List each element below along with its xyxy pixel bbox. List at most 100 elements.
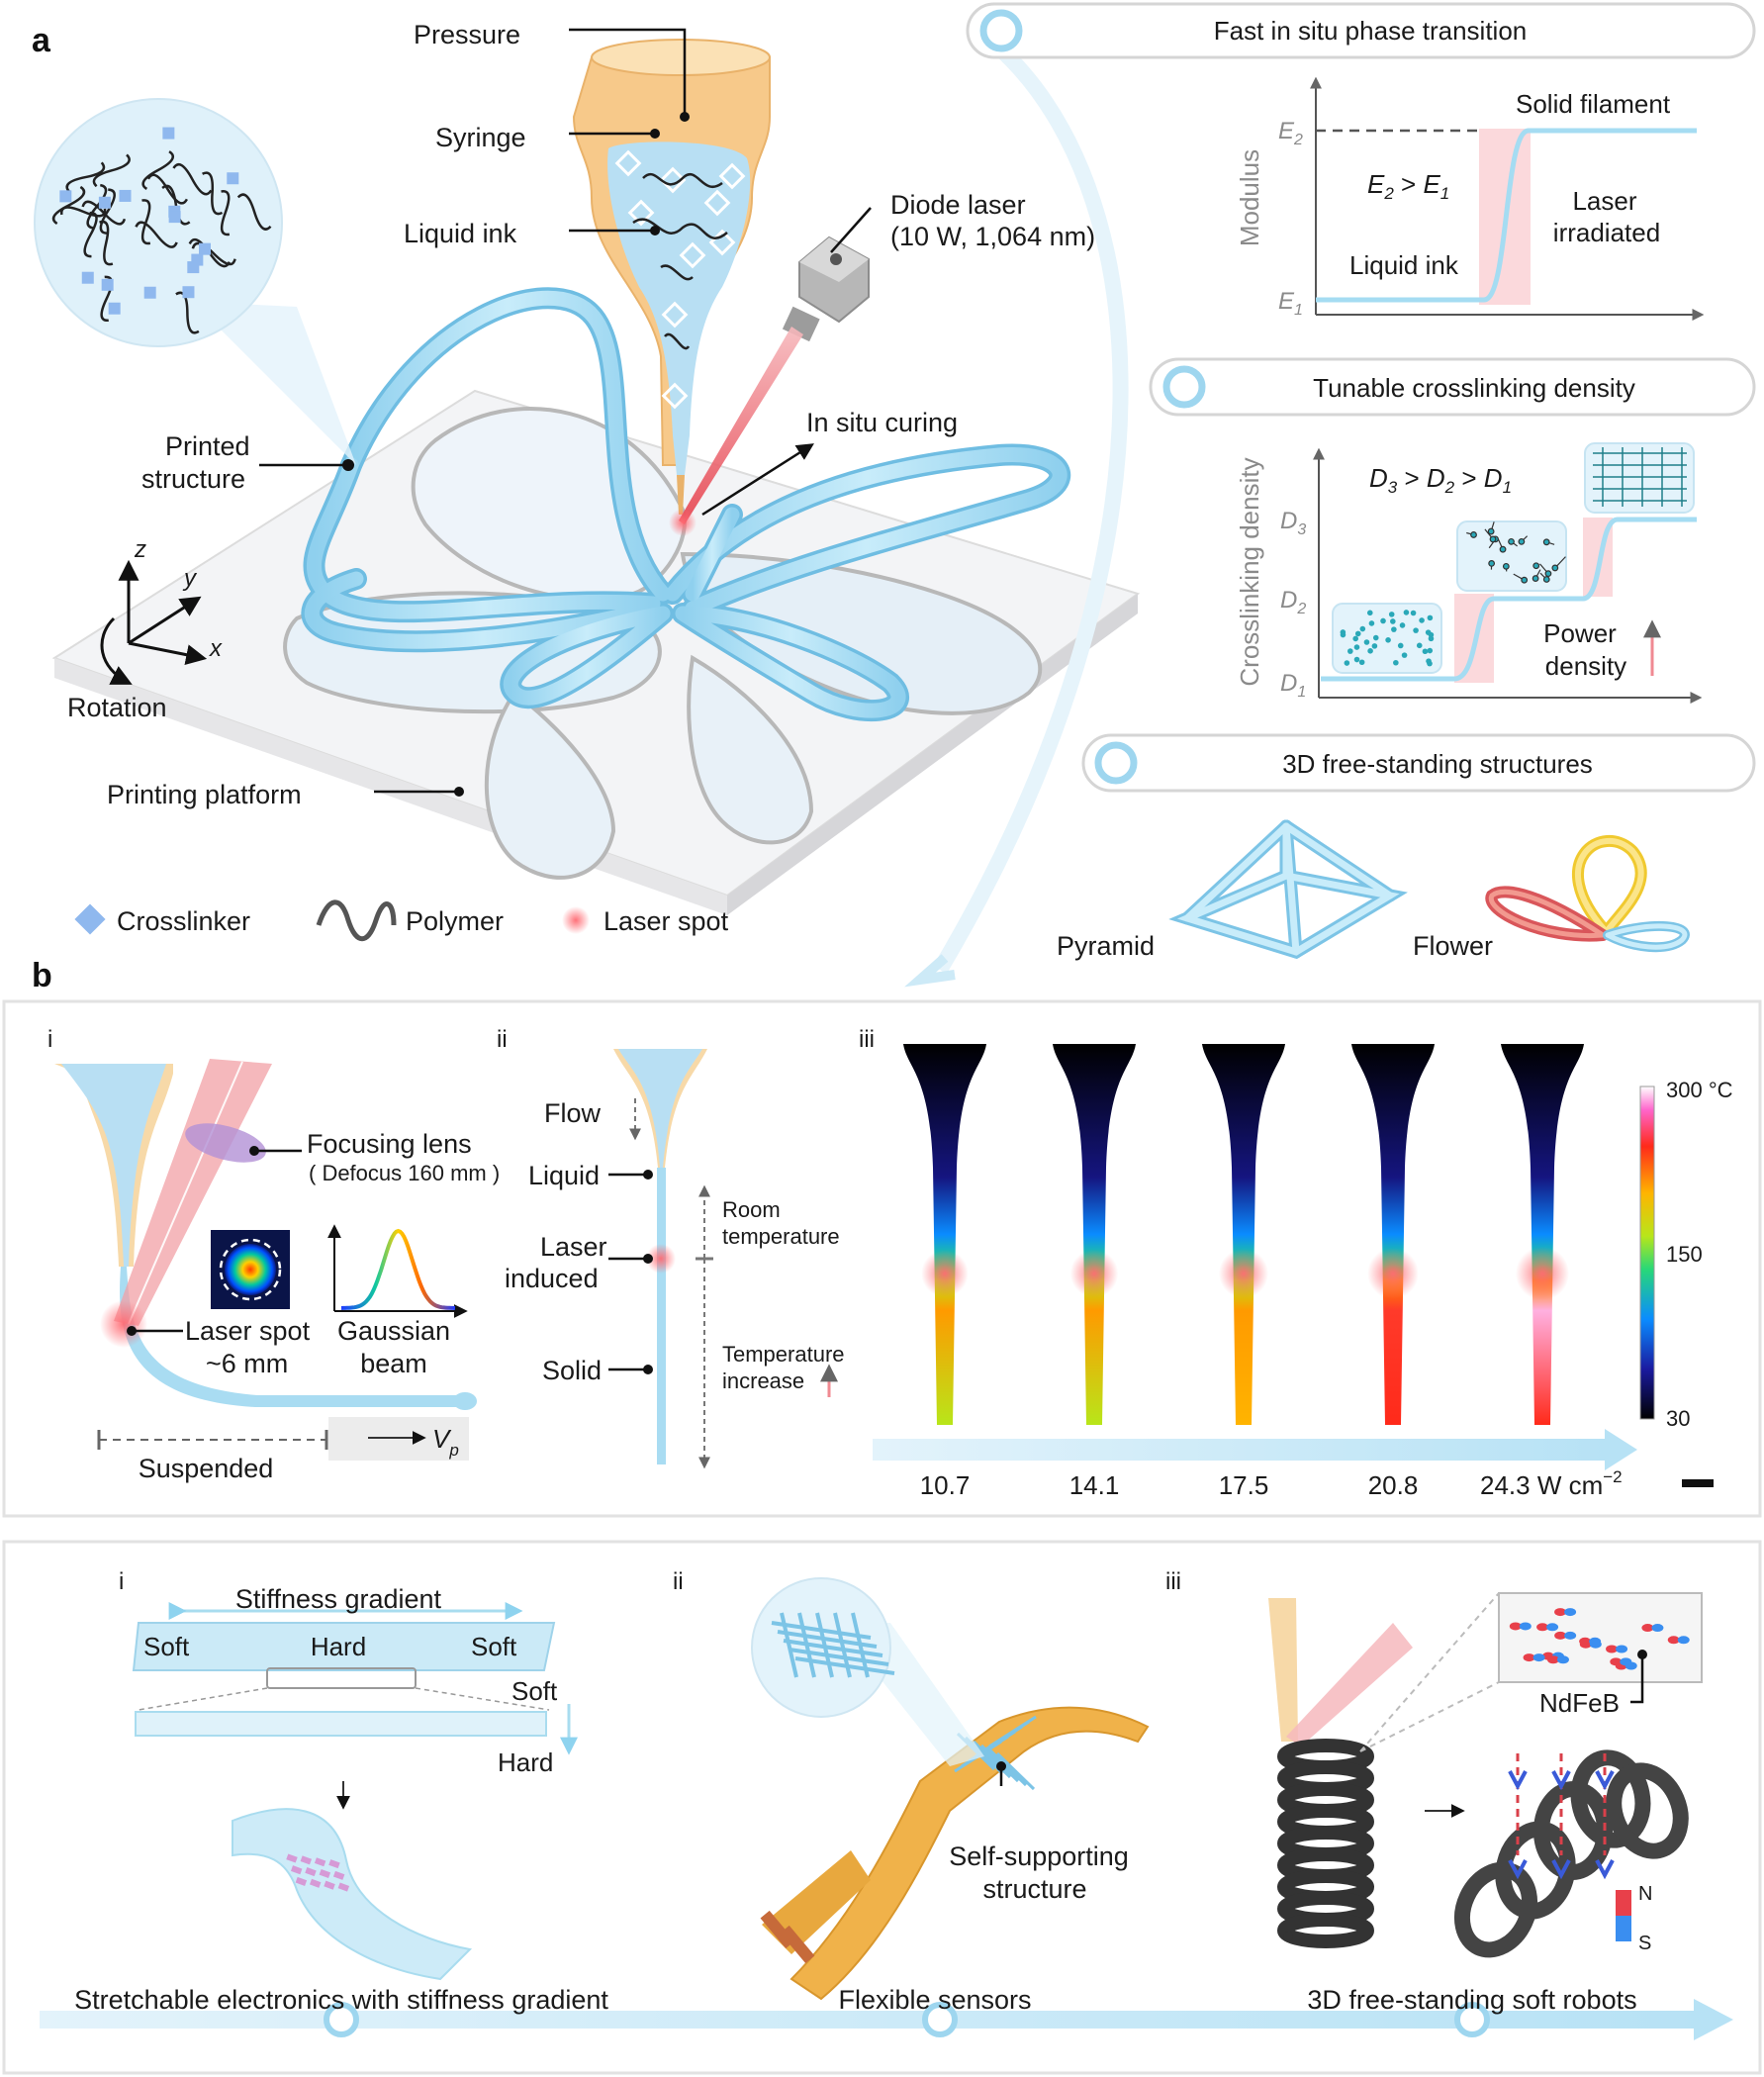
laser-spot-size: ~6 mm: [206, 1349, 288, 1378]
applications-arrow: [40, 2011, 1702, 2029]
crosslink-point: [1427, 614, 1434, 621]
chip: [319, 1868, 331, 1878]
crosslink-point: [1532, 575, 1539, 582]
crosslink-point: [1344, 660, 1350, 666]
b-ii-nozzle: [613, 1049, 707, 1464]
crosslink-point: [1532, 562, 1540, 570]
feature-title-phase: Fast in situ phase transition: [1214, 16, 1528, 46]
solid-filament-label: Solid filament: [1516, 89, 1671, 119]
ndfeb-particle: [1554, 1608, 1577, 1617]
thermal-filament: [903, 1044, 986, 1425]
magnetic-field-arrow-icon: [1551, 1753, 1571, 1880]
gaussian-plot: [327, 1224, 468, 1318]
crosslink-point: [1352, 635, 1359, 642]
bullet-icon: [922, 2002, 958, 2037]
d3-label: D: [1280, 508, 1297, 534]
crosslink-point: [1413, 627, 1419, 633]
self-supporting-label-1: Self-supporting: [949, 1841, 1129, 1871]
sub-c-iii: iii: [1165, 1568, 1181, 1595]
crosslink-point: [1363, 639, 1370, 645]
label-diode-laser-spec: (10 W, 1,064 nm): [890, 222, 1095, 251]
network-zoom-bubble: [34, 98, 356, 465]
e1-label: E: [1278, 288, 1295, 315]
printed-structure: [301, 287, 1071, 722]
axis-z-label: z: [134, 536, 146, 563]
crosslinker-node: [227, 172, 239, 185]
ndfeb-particle: [1667, 1636, 1690, 1645]
sub-b-i: i: [47, 1026, 52, 1053]
crosslinker-node: [661, 382, 689, 410]
thermal-filament: [1351, 1044, 1435, 1425]
crosslink-point: [1353, 656, 1360, 663]
temp-increase-label-1: Temperature: [722, 1342, 845, 1367]
colorbar: [1639, 1086, 1655, 1420]
colorbar-tick-30: 30: [1666, 1406, 1690, 1431]
crosslink-point: [1367, 648, 1373, 654]
sub-c-i: i: [119, 1568, 124, 1595]
crosslinker-node: [627, 199, 655, 227]
crosslink-point: [1358, 659, 1365, 666]
beam-label: beam: [360, 1349, 427, 1378]
ndfeb-particle: [1579, 1637, 1602, 1646]
colorbar-tick-150: 150: [1666, 1242, 1703, 1267]
thermal-filament: [1053, 1044, 1136, 1425]
laser-irradiated-label-1: Laser: [1572, 186, 1636, 216]
label-pressure: Pressure: [414, 20, 520, 49]
sub-b-ii: ii: [497, 1026, 508, 1053]
crosslink-point: [1403, 610, 1410, 615]
pressure-dot: [680, 112, 690, 122]
pyramid-structure: [1168, 819, 1408, 960]
application-label-1: Stretchable electronics with stiffness g…: [74, 1985, 608, 2015]
svg-text:D2: D2: [1280, 587, 1306, 617]
magnet-n-label: N: [1638, 1883, 1652, 1905]
svg-text:D3: D3: [1280, 508, 1306, 538]
feature-free-standing: 3D free-standing structures: [1081, 733, 1756, 793]
feature-phase-transition: Fast in situ phase transition: [966, 2, 1756, 59]
svg-text:D1: D1: [1280, 670, 1306, 701]
label-printing-platform: Printing platform: [107, 780, 302, 809]
power-label-2: 14.1: [1069, 1470, 1120, 1500]
label-printed: Printed: [165, 431, 250, 461]
crosslinker-node: [659, 166, 687, 194]
crosslinker-node: [191, 253, 204, 266]
focusing-lens-label: Focusing lens: [307, 1129, 472, 1159]
flower-label: Flower: [1413, 931, 1493, 961]
crosslink-point: [1502, 562, 1510, 570]
liquid-label: Liquid: [528, 1161, 600, 1190]
svg-text:E1: E1: [1278, 288, 1303, 319]
axis-x-label: x: [209, 635, 223, 662]
ndfeb-particle: [1546, 1655, 1569, 1664]
ndfeb-particle: [1536, 1623, 1559, 1632]
crosslink-point: [1410, 610, 1417, 616]
b-i-nozzle: [54, 1059, 477, 1410]
sub-b-iii: iii: [859, 1026, 875, 1053]
chart-liquid-ink-label: Liquid ink: [1349, 250, 1459, 280]
crosslinker-node: [162, 127, 175, 140]
bent-spring-robot: [1453, 1749, 1689, 1958]
crosslinker-node: [119, 189, 132, 202]
d-relation: D3 > D2 > D1: [1369, 463, 1512, 497]
crosslink-point: [1419, 617, 1425, 623]
legend-polymer: Polymer: [406, 906, 504, 936]
chip: [305, 1867, 317, 1877]
application-label-2: Flexible sensors: [838, 1985, 1031, 2015]
solid-label: Solid: [542, 1356, 602, 1385]
diode-laser: [669, 236, 870, 536]
crosslink-point: [1518, 537, 1526, 545]
crosslink-point: [1428, 635, 1435, 642]
magnetic-field-arrow-icon: [1595, 1753, 1615, 1880]
crosslink-point: [1353, 644, 1360, 650]
bullet-icon: [1454, 2002, 1490, 2037]
thermal-filament: [1501, 1044, 1584, 1425]
modulus-chart: Modulus E2 E1 E2 > E1 Solid filament Las…: [1235, 76, 1705, 321]
crosslinking-chart: Crosslinking density D3 D2 D1 D3 > D2 > …: [1235, 442, 1703, 704]
crosslinker-node: [679, 241, 706, 269]
flexible-sensor: [760, 1706, 1150, 2001]
crosslinker-icon: [74, 903, 106, 935]
crosslink-point: [1347, 648, 1353, 654]
label-diode-laser: Diode laser: [890, 190, 1026, 220]
crosslinker-node: [168, 211, 181, 224]
syringe: [572, 39, 771, 515]
chip: [309, 1878, 322, 1888]
